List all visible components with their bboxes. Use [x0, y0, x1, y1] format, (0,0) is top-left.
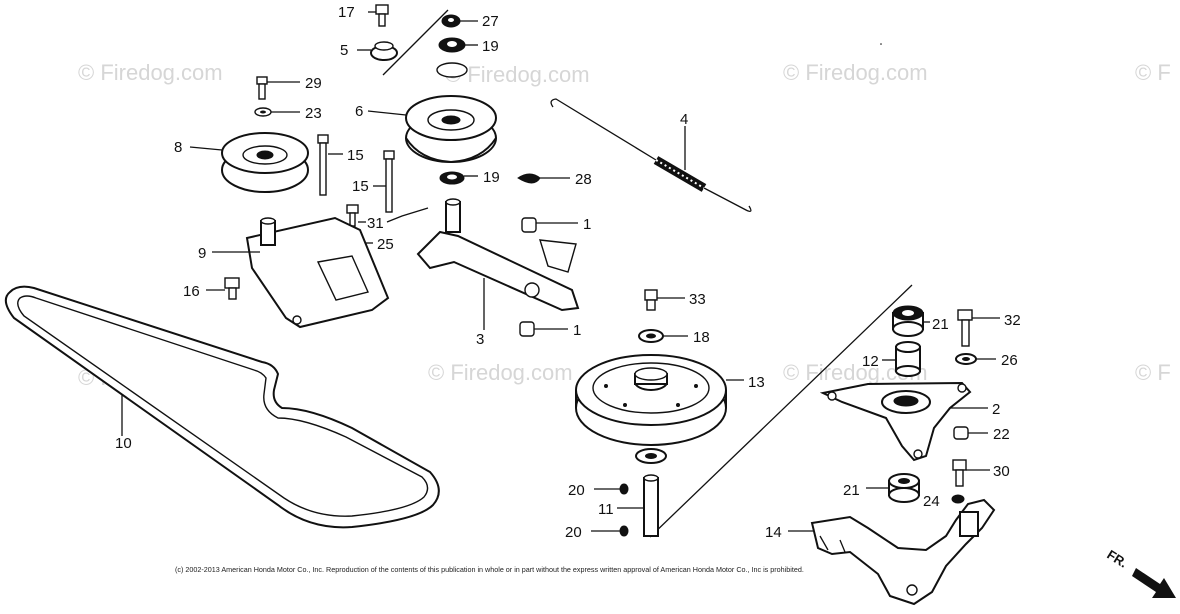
part-11-shaft-icon [635, 448, 667, 537]
callout-21: 21 [843, 482, 860, 499]
callout-18: 18 [693, 329, 710, 346]
part-31-bolt-icon [346, 204, 359, 227]
part-1-nut-icon [519, 321, 535, 337]
callout-10: 10 [115, 435, 132, 452]
part-29-bolt-icon [256, 76, 268, 100]
part-17-bolt-icon [375, 4, 389, 27]
part-3-tension-arm-icon [416, 198, 580, 312]
callout-22: 22 [993, 426, 1010, 443]
callout-32: 32 [1004, 312, 1021, 329]
callout-33: 33 [689, 291, 706, 308]
part-16-bolt-icon [224, 277, 240, 300]
callout-20: 20 [565, 524, 582, 541]
callout-26: 26 [1001, 352, 1018, 369]
direction-label: FR. [1104, 547, 1130, 571]
divider-line [382, 9, 449, 76]
part-28-clip-icon [517, 173, 541, 184]
part-20-key-icon [619, 483, 629, 495]
callout-11: 11 [598, 501, 614, 518]
watermark: © F [1135, 360, 1171, 385]
callout-24: 24 [923, 493, 940, 510]
callout-31: 31 [367, 215, 384, 232]
callout-9: 9 [198, 245, 206, 262]
callout-6: 6 [355, 103, 363, 120]
part-33-bolt-icon [644, 289, 658, 311]
part-15-bolt-icon [383, 150, 395, 213]
part-22-nut-icon [953, 426, 969, 440]
part-32-bolt-icon [957, 309, 973, 347]
watermark: © Firedog.com [445, 62, 590, 87]
part-19-bearing-icon [438, 37, 466, 53]
speck [880, 43, 882, 45]
watermark: © Firedog.com [428, 360, 573, 385]
watermark: © F [1135, 60, 1171, 85]
callout-21: 21 [932, 316, 949, 333]
part-15-bolt-icon [317, 134, 329, 196]
part-23-washer-icon [254, 107, 272, 117]
callout-30: 30 [993, 463, 1010, 480]
watermark: © Firedog.com [78, 60, 223, 85]
part-30-bolt-icon [952, 459, 967, 487]
callout-14: 14 [765, 524, 782, 541]
part-8-pulley-icon [221, 132, 309, 193]
watermark-layer: © Firedog.com © Firedog.com © Firedog.co… [78, 60, 1171, 390]
part-21-bearing-icon [892, 305, 924, 337]
part-5-collar-icon [370, 41, 398, 61]
part-9-bracket-icon [245, 216, 390, 329]
part-19-bearing-icon [439, 171, 465, 185]
callout-3: 3 [476, 331, 484, 348]
part-12-spacer-icon [895, 341, 921, 377]
callout-4: 4 [680, 111, 688, 128]
part-6-pulley-icon [405, 95, 497, 164]
part-27-nut-icon [441, 14, 461, 28]
callout-13: 13 [748, 374, 765, 391]
part-13-pulley-icon [575, 354, 727, 446]
callout-17: 17 [338, 4, 355, 21]
part-21-bearing-icon [888, 473, 920, 503]
watermark: © Firedog.com [783, 60, 928, 85]
part-1-nut-icon [521, 217, 537, 233]
spacer-ring-icon [436, 62, 468, 78]
part-4-spring-icon [550, 98, 752, 212]
callout-5: 5 [340, 42, 348, 59]
callout-1: 1 [583, 216, 591, 233]
callout-16: 16 [183, 283, 200, 300]
callout-1: 1 [573, 322, 581, 339]
copyright-notice: (c) 2002-2013 American Honda Motor Co., … [175, 565, 804, 574]
part-24-washer-icon [951, 494, 965, 504]
part-14-bracket-icon [810, 498, 996, 606]
callout-28: 28 [575, 171, 592, 188]
part-26-washer-icon [955, 353, 977, 365]
part-2-bracket-icon [819, 381, 972, 462]
front-direction-arrow-icon: FR. [1104, 547, 1176, 598]
callout-29: 29 [305, 75, 322, 92]
callout-15: 15 [347, 147, 364, 164]
callout-19: 19 [482, 38, 499, 55]
part-10-belt-icon [4, 285, 440, 529]
callout-15: 15 [352, 178, 369, 195]
callout-12: 12 [862, 353, 879, 370]
callout-8: 8 [174, 139, 182, 156]
callout-19: 19 [483, 169, 500, 186]
callout-2: 2 [992, 401, 1000, 418]
callout-25: 25 [377, 236, 394, 253]
divider-line [649, 284, 913, 538]
callout-23: 23 [305, 105, 322, 122]
callout-27: 27 [482, 13, 499, 30]
part-20-key-icon [619, 525, 629, 537]
part-18-washer-icon [638, 329, 664, 343]
callout-20: 20 [568, 482, 585, 499]
